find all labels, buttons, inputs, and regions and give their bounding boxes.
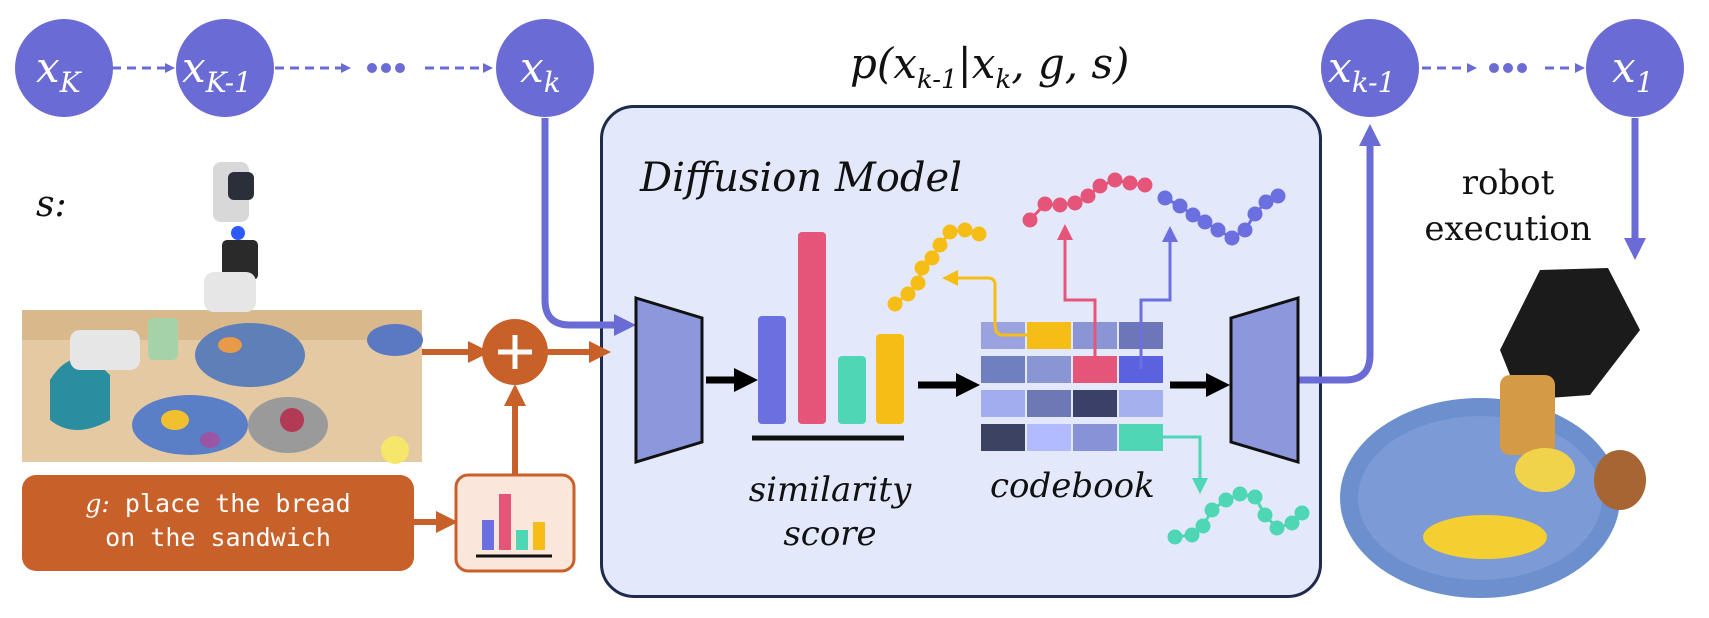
robot-label-line-1: robot bbox=[1461, 163, 1555, 203]
yellow-code-arrow bbox=[942, 270, 1049, 337]
node-x-k bbox=[496, 19, 594, 117]
similarity-label-line-2: score bbox=[783, 514, 877, 554]
state-label: s: bbox=[36, 184, 67, 225]
goal-text-1: place the bread bbox=[124, 489, 351, 518]
formula: p(xk-1|xk, g, s) bbox=[850, 39, 1129, 95]
mini-bar-chart-icon bbox=[454, 473, 576, 573]
bar-blue bbox=[758, 316, 786, 424]
node-x-1 bbox=[1586, 19, 1684, 117]
blue-code-arrow bbox=[1139, 226, 1178, 369]
robot-arm-photo bbox=[204, 162, 258, 312]
robot-execution-label: robot execution bbox=[1408, 160, 1608, 252]
right-ellipsis bbox=[1489, 63, 1527, 73]
node-x-K bbox=[15, 19, 113, 117]
node-x-1-label: x1 bbox=[1612, 43, 1654, 99]
decoder-block bbox=[1229, 295, 1300, 465]
left-ellipsis bbox=[367, 63, 405, 73]
codebook-grid bbox=[981, 322, 1163, 451]
bar-yellow bbox=[876, 334, 904, 424]
similarity-label-line-1: similarity bbox=[748, 470, 912, 510]
node-x-k-1-label: xk-1 bbox=[1328, 43, 1395, 99]
node-x-K-1 bbox=[176, 19, 274, 117]
goal-box: g: place the bread on the sandwich bbox=[22, 475, 414, 571]
yellow-trajectory bbox=[887, 222, 987, 312]
bar-teal bbox=[838, 356, 866, 424]
tabletop-photo bbox=[22, 310, 423, 464]
codebook-label: codebook bbox=[990, 466, 1155, 506]
similarity-score-label: similarity score bbox=[730, 468, 930, 556]
goal-line-1: g: place the bread bbox=[32, 487, 404, 521]
pink-code-arrow bbox=[1057, 224, 1097, 369]
encoder-block bbox=[634, 295, 704, 465]
blue-trajectory bbox=[1157, 188, 1286, 246]
panel-title: Diffusion Model bbox=[640, 155, 962, 201]
teal-trajectory bbox=[1167, 486, 1310, 545]
bar-pink bbox=[798, 232, 826, 424]
diffusion-model-panel bbox=[600, 105, 1322, 598]
node-x-k-1 bbox=[1321, 19, 1419, 117]
robot-label-line-2: execution bbox=[1424, 209, 1592, 249]
node-x-K-label: xK bbox=[36, 43, 83, 99]
goal-line-2: on the sandwich bbox=[105, 523, 331, 552]
xk-to-encoder-arrow bbox=[541, 118, 636, 336]
pink-trajectory bbox=[1022, 172, 1153, 228]
decoder-to-xk-1-arrow bbox=[1298, 124, 1381, 384]
goal-prefix: g: bbox=[85, 489, 110, 518]
plus-icon bbox=[482, 319, 548, 385]
node-x-k-label: xk bbox=[520, 43, 561, 99]
teal-code-arrow bbox=[1163, 435, 1208, 494]
node-x-K-1-label: xK-1 bbox=[182, 43, 252, 99]
similarity-score-bars bbox=[752, 232, 904, 441]
robot-gripper-photo bbox=[1340, 268, 1646, 598]
